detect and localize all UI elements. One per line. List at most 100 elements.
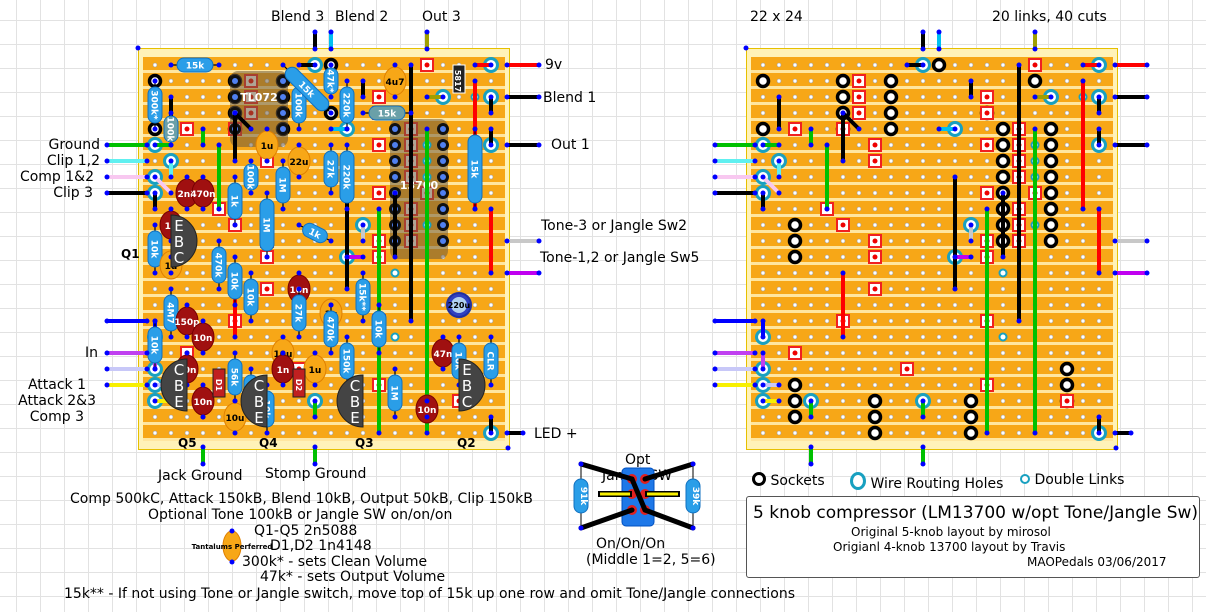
lead-end (440, 334, 446, 340)
hole (1064, 62, 1070, 68)
ic-pin-center (440, 142, 446, 148)
socket (1043, 201, 1059, 217)
hole (872, 222, 878, 228)
hole (936, 302, 942, 308)
hole (1064, 334, 1070, 340)
link-end (1096, 206, 1102, 212)
wire-end (104, 142, 110, 148)
hole (840, 430, 846, 436)
lead-end (392, 62, 398, 68)
hole (216, 350, 222, 356)
link-end (968, 94, 974, 100)
transistor-pin-label: C (174, 249, 184, 267)
link-end (984, 430, 990, 436)
wire-end (712, 382, 718, 388)
resistor-470k: 470k (211, 246, 227, 284)
hole (776, 366, 782, 372)
hole (1016, 430, 1022, 436)
track-cut-dot (376, 94, 382, 100)
lead-end (216, 286, 222, 292)
hole (264, 318, 270, 324)
note-diodes: D1,D2 1n4148 (270, 538, 372, 554)
hole (824, 334, 830, 340)
hole (968, 174, 974, 180)
hole (1096, 174, 1102, 180)
hole (1048, 78, 1054, 84)
socket (1059, 361, 1075, 377)
wire-end (424, 29, 430, 35)
hole (888, 174, 894, 180)
capacitor-value: 10u (226, 414, 245, 424)
lead-end (200, 174, 206, 180)
hole (296, 190, 302, 196)
hole (792, 334, 798, 340)
hole (312, 126, 318, 132)
label-ground: Ground (48, 137, 101, 153)
ic-pin-center (440, 222, 446, 228)
link-end (776, 94, 782, 100)
hole (968, 334, 974, 340)
hole (888, 382, 894, 388)
socket (787, 409, 803, 425)
double-link (998, 268, 1008, 278)
link-end (824, 142, 830, 148)
wire-end (504, 62, 510, 68)
wire-end (104, 350, 110, 356)
wire-end (752, 190, 758, 196)
wire-end (424, 46, 430, 52)
hole (888, 270, 894, 276)
hole (904, 190, 910, 196)
ic-pin-center (392, 174, 398, 180)
hole (904, 254, 910, 260)
hole (312, 190, 318, 196)
hole (1080, 350, 1086, 356)
socket (755, 73, 771, 89)
link-end (152, 206, 158, 212)
hole (920, 318, 926, 324)
link-end (776, 190, 782, 196)
socket (1027, 73, 1043, 89)
hole (1096, 382, 1102, 388)
lead-end (328, 238, 334, 244)
hole (952, 334, 958, 340)
label-clip3: Clip 3 (53, 185, 93, 201)
hole (360, 366, 366, 372)
title-box: 5 knob compressor (LM13700 w/opt Tone/Ja… (746, 496, 1200, 578)
hole (184, 94, 190, 100)
link-end (488, 110, 494, 116)
wire-end (712, 350, 718, 356)
resistor-value: 10k (149, 240, 159, 260)
hole (184, 110, 190, 116)
hole (360, 190, 366, 196)
transistor (336, 374, 364, 428)
lead-end (168, 62, 174, 68)
link-end (232, 110, 238, 116)
hole (808, 78, 814, 84)
track-cut-dot (856, 94, 862, 100)
hole (792, 78, 798, 84)
link-end (360, 94, 366, 100)
hole (792, 318, 798, 324)
wire-end (144, 158, 150, 164)
socket-icon (752, 472, 766, 486)
jumper-link (153, 175, 173, 195)
socket (995, 153, 1011, 169)
socket (995, 137, 1011, 153)
hole (184, 158, 190, 164)
link-end (360, 222, 366, 228)
hole (888, 366, 894, 372)
hole (328, 206, 334, 212)
track-cut-dot (792, 126, 798, 132)
hole (984, 78, 990, 84)
hole (280, 414, 286, 420)
hole (1064, 222, 1070, 228)
resistor-47k*: 47k* (323, 67, 339, 95)
hole (792, 206, 798, 212)
resistor-100k: 100k (243, 163, 259, 191)
hole (904, 94, 910, 100)
hole (1048, 382, 1054, 388)
wire-end (712, 174, 718, 180)
ic-tl072-body (230, 71, 288, 147)
link-end (904, 62, 910, 68)
hole (856, 270, 862, 276)
